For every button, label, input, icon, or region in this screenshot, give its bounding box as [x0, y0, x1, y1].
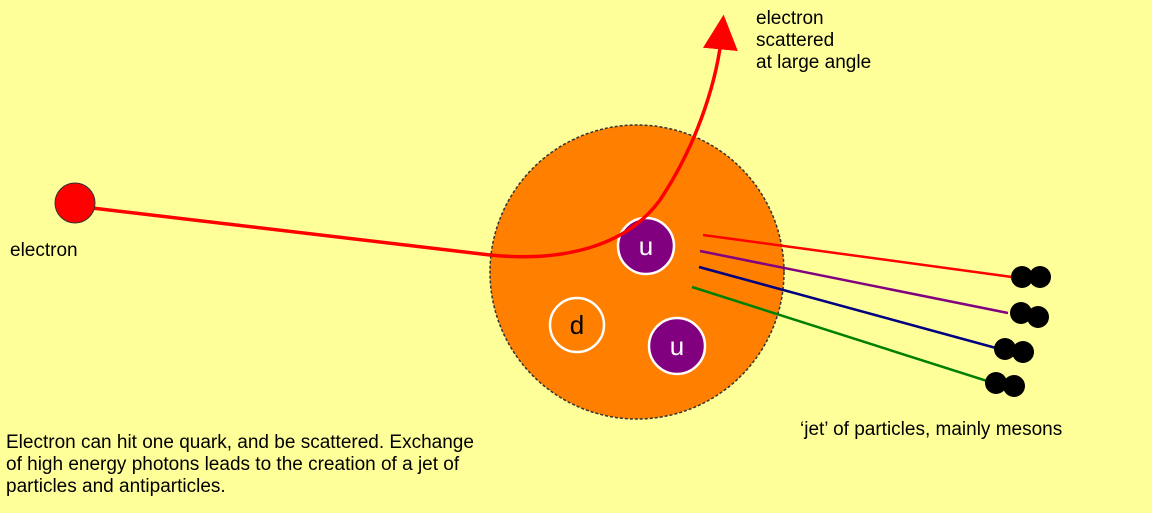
caption-line-2: of high energy photons leads to the crea… — [6, 454, 460, 475]
quark-d: d — [548, 296, 606, 354]
quark-label: u — [639, 231, 653, 261]
electron-trajectory — [91, 14, 738, 259]
scattered-label-line-1: electron — [756, 8, 824, 29]
incoming-electron-label: electron — [10, 240, 78, 261]
scattered-electron-label: electron scattered at large angle — [756, 8, 871, 74]
quark-u-top: u — [616, 216, 676, 276]
scattered-label-line-3: at large angle — [756, 52, 872, 73]
jet-track-red — [702, 233, 1013, 279]
quark-u-bottom: u — [647, 316, 707, 376]
jet-label: ‘jet’ of particles, mainly mesons — [800, 419, 1063, 440]
meson-pair-4 — [985, 372, 1025, 397]
jet-track-green — [691, 285, 988, 383]
quark-label: d — [570, 310, 584, 340]
quark-label: u — [670, 331, 684, 361]
jet-track-purple — [699, 249, 1009, 315]
caption-line-1: Electron can hit one quark, and be scatt… — [6, 432, 474, 453]
meson-pair-1 — [1011, 266, 1051, 288]
jet-track-navy — [698, 265, 997, 350]
meson-pair-3 — [994, 338, 1034, 363]
caption: Electron can hit one quark, and be scatt… — [6, 432, 606, 498]
scattered-label-line-2: scattered — [756, 30, 835, 51]
electron-particle — [54, 182, 96, 224]
meson-pair-2 — [1010, 302, 1049, 328]
caption-line-3: particles and antiparticles. — [6, 476, 226, 497]
